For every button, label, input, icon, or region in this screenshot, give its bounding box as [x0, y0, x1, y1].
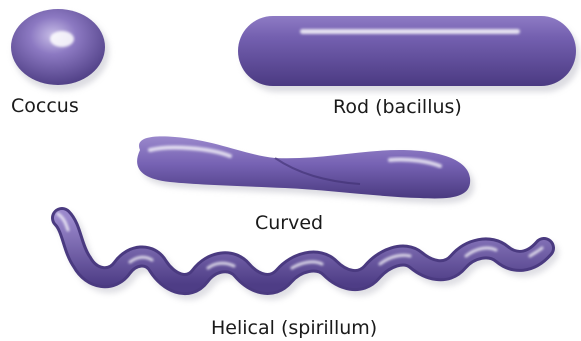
- curved-label: Curved: [255, 214, 323, 233]
- curved-shape: [137, 136, 474, 203]
- coccus-shape: [11, 9, 109, 91]
- rod-shape: [238, 16, 580, 92]
- rod-label: Rod (bacillus): [333, 98, 462, 117]
- coccus-label: Coccus: [11, 97, 79, 116]
- helical-label: Helical (spirillum): [211, 319, 377, 338]
